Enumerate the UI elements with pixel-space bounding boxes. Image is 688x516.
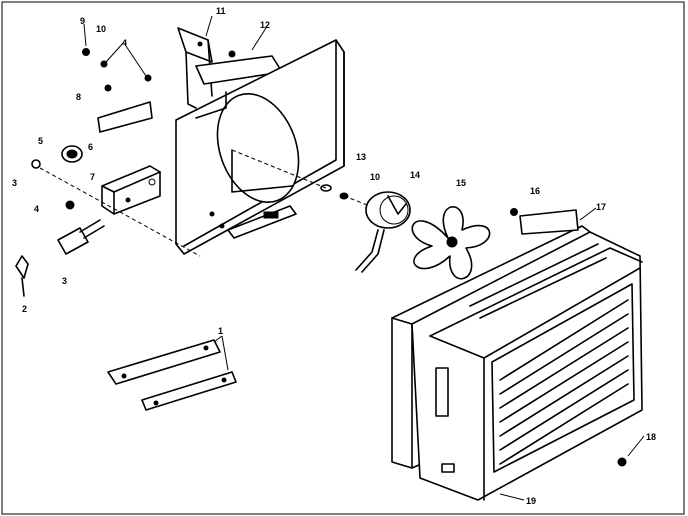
callout-5: 5 — [38, 136, 43, 146]
part-1-mounting-strips — [107, 339, 237, 411]
callout-2: 2 — [22, 304, 27, 314]
part-6-knob — [61, 145, 83, 163]
callout-10a: 10 — [96, 24, 106, 34]
part-7-switch-box — [101, 165, 161, 215]
part-12-blower-housing — [175, 39, 345, 255]
callout-14: 14 — [410, 170, 420, 180]
leader-lines — [39, 15, 645, 501]
callout-1: 1 — [218, 326, 223, 336]
callout-11: 11 — [216, 6, 226, 16]
part-14-motor — [355, 191, 411, 273]
part-2-clip — [15, 255, 29, 297]
callout-17: 17 — [596, 202, 606, 212]
callout-10b: 10 — [370, 172, 380, 182]
part-16-screw — [510, 208, 518, 216]
callout-4b: 4 — [34, 204, 39, 214]
screws — [31, 48, 152, 210]
callout-13: 13 — [356, 152, 366, 162]
part-3-plug — [57, 219, 105, 255]
callout-labels: 1 2 3 3 4 4 5 6 7 8 9 10 10 11 12 13 14 … — [12, 6, 656, 506]
callout-8: 8 — [76, 92, 81, 102]
callout-16: 16 — [530, 186, 540, 196]
callout-4a: 4 — [122, 38, 127, 48]
callout-15: 15 — [456, 178, 466, 188]
callout-9: 9 — [80, 16, 85, 26]
callout-19: 19 — [526, 496, 536, 506]
callout-18: 18 — [646, 432, 656, 442]
callout-3a: 3 — [62, 276, 67, 286]
part-15-fan-blade — [411, 206, 491, 280]
part-8-cover-plate — [97, 101, 153, 133]
callout-6: 6 — [88, 142, 93, 152]
callout-3b: 3 — [12, 178, 17, 188]
callout-7: 7 — [90, 172, 95, 182]
callout-12: 12 — [260, 20, 270, 30]
part-19-cabinet — [391, 209, 643, 501]
part-18-screw — [617, 457, 627, 467]
part-11-bracket — [177, 27, 213, 109]
